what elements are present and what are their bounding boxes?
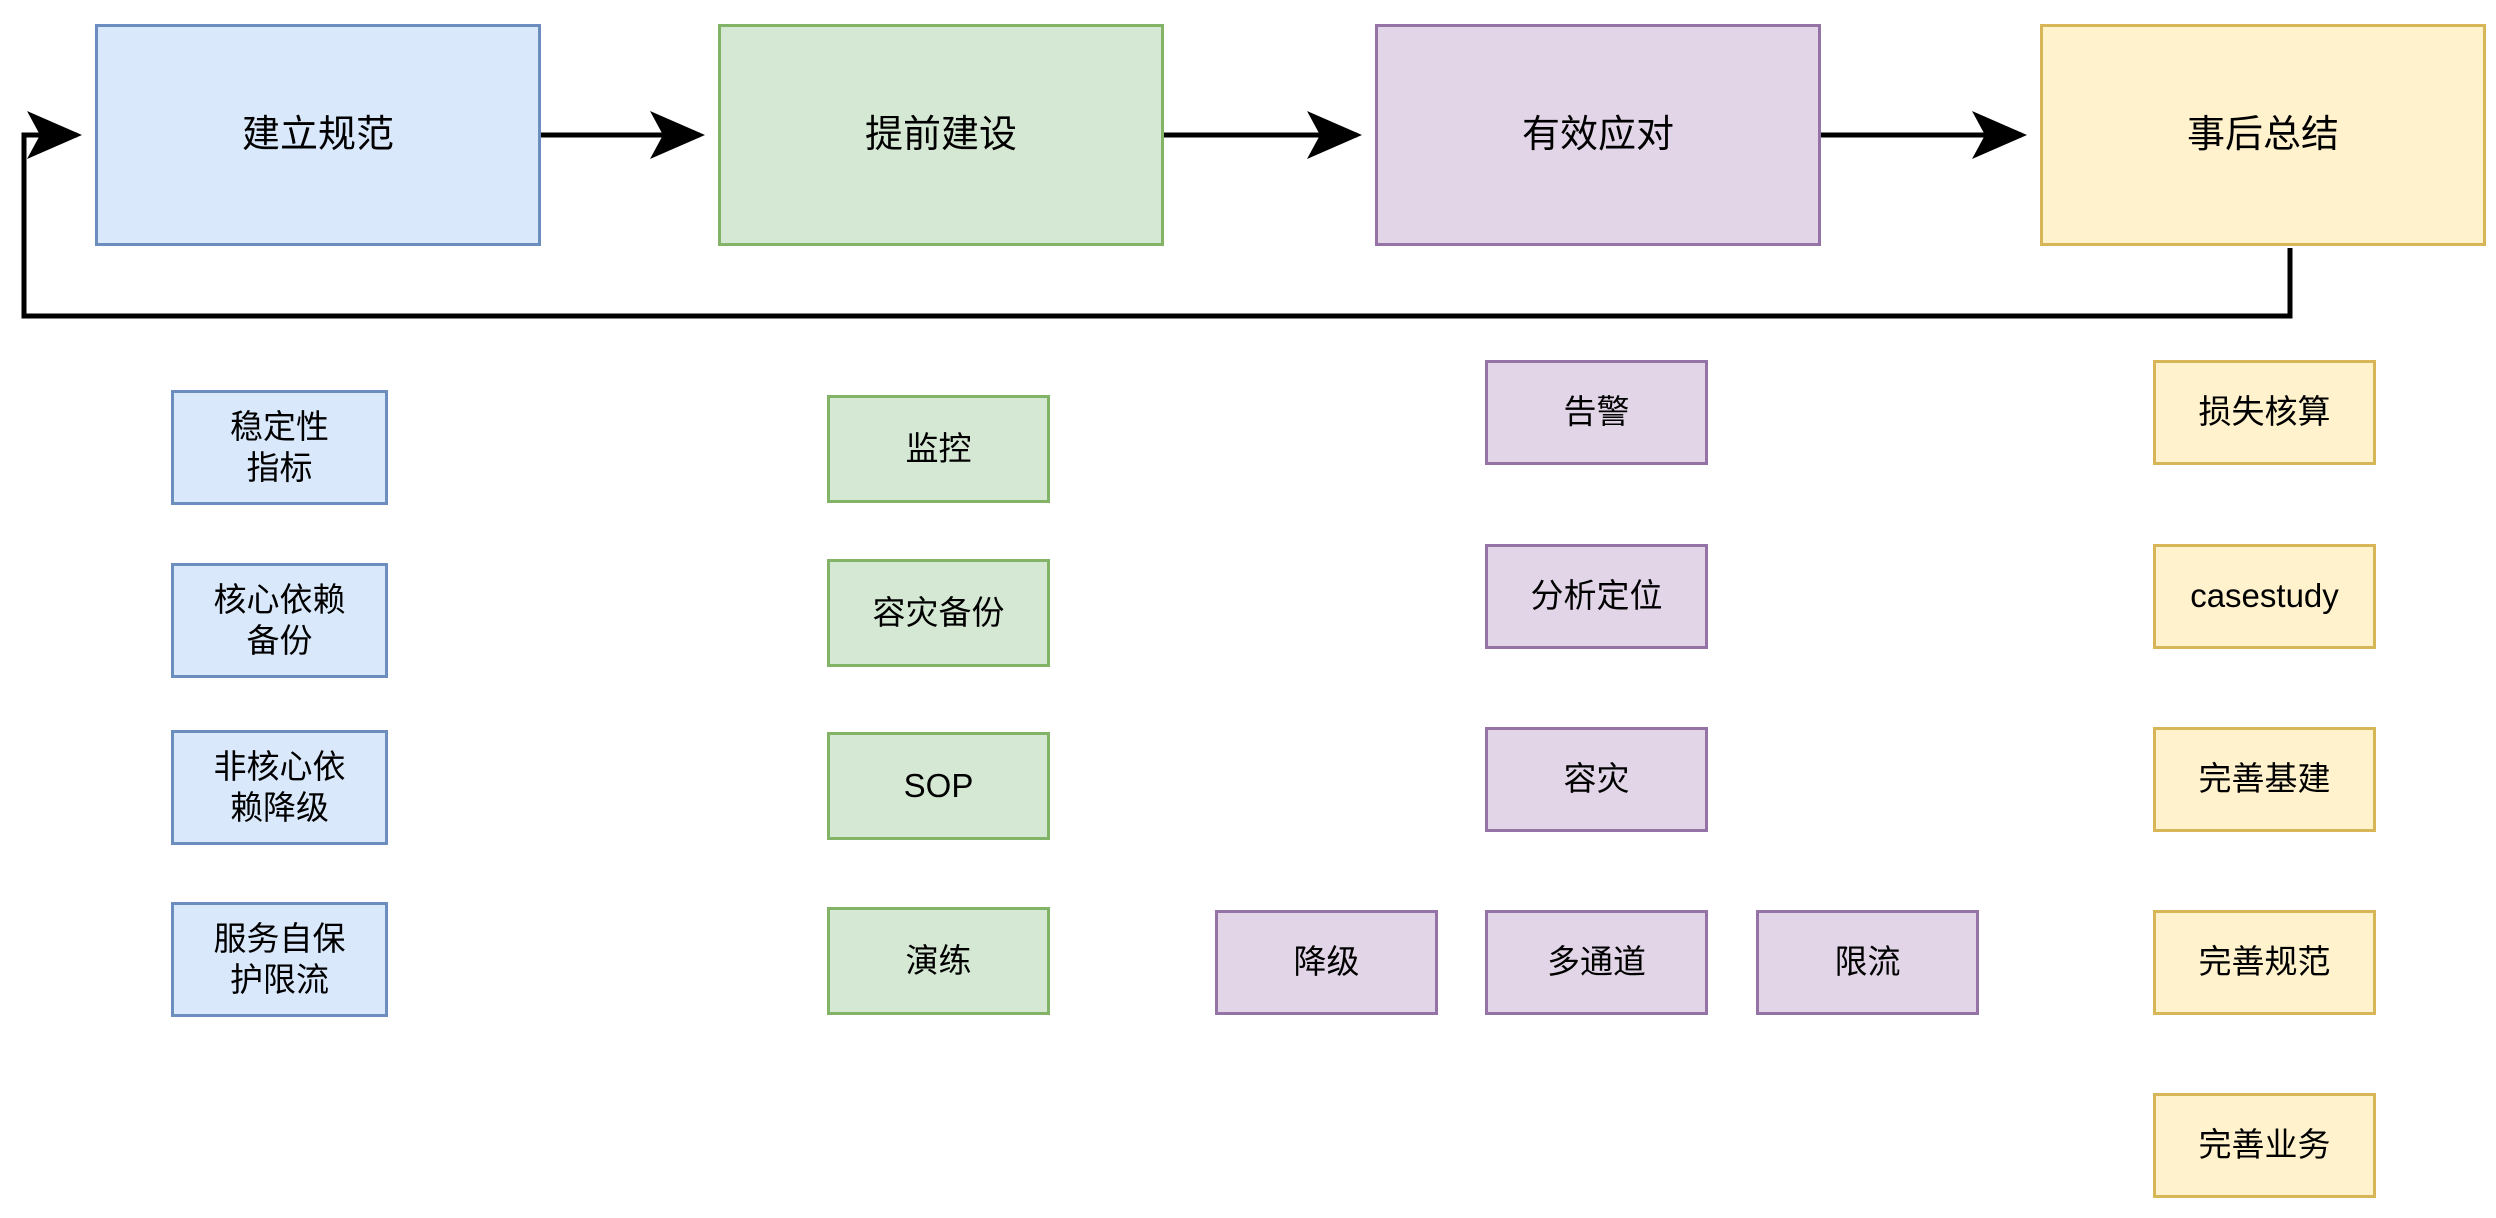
item-box-purple-5[interactable]: 多通道 (1485, 910, 1708, 1015)
item-box-purple-2[interactable]: 分析定位 (1485, 544, 1708, 649)
item-box-green-1[interactable]: 监控 (827, 395, 1050, 503)
item-label-purple-4: 降级 (1293, 943, 1360, 981)
stage-box-1[interactable]: 建立规范 (95, 24, 541, 246)
stage-label-1: 建立规范 (241, 113, 394, 156)
item-box-yellow-3[interactable]: 完善基建 (2153, 727, 2376, 832)
item-label-yellow-4: 完善规范 (2198, 943, 2331, 981)
item-label-blue-3: 非核心依 赖降级 (213, 748, 346, 826)
item-box-purple-4[interactable]: 降级 (1215, 910, 1438, 1015)
item-box-yellow-2[interactable]: casestudy (2153, 544, 2376, 649)
item-box-yellow-4[interactable]: 完善规范 (2153, 910, 2376, 1015)
stage-label-4: 事后总结 (2186, 113, 2339, 156)
item-label-blue-4: 服务自保 护限流 (213, 920, 346, 998)
stage-label-3: 有效应对 (1521, 113, 1674, 156)
item-box-blue-1[interactable]: 稳定性 指标 (171, 390, 388, 505)
item-label-green-3: SOP (903, 766, 974, 804)
item-label-purple-5: 多通道 (1547, 943, 1646, 981)
item-box-yellow-5[interactable]: 完善业务 (2153, 1093, 2376, 1198)
item-label-yellow-3: 完善基建 (2198, 760, 2331, 798)
item-box-blue-3[interactable]: 非核心依 赖降级 (171, 730, 388, 845)
item-box-purple-6[interactable]: 限流 (1756, 910, 1979, 1015)
stage-box-4[interactable]: 事后总结 (2040, 24, 2486, 246)
item-label-blue-2: 核心依赖 备份 (213, 581, 346, 659)
item-box-purple-3[interactable]: 容灾 (1485, 727, 1708, 832)
stage-box-3[interactable]: 有效应对 (1375, 24, 1821, 246)
item-label-purple-1: 告警 (1563, 393, 1630, 431)
item-box-purple-1[interactable]: 告警 (1485, 360, 1708, 465)
item-box-green-3[interactable]: SOP (827, 732, 1050, 840)
item-label-yellow-5: 完善业务 (2198, 1126, 2331, 1164)
item-box-green-4[interactable]: 演练 (827, 907, 1050, 1015)
item-label-green-1: 监控 (905, 429, 972, 467)
item-box-green-2[interactable]: 容灾备份 (827, 559, 1050, 667)
item-label-purple-2: 分析定位 (1530, 577, 1663, 615)
item-label-purple-3: 容灾 (1563, 760, 1630, 798)
stage-box-2[interactable]: 提前建设 (718, 24, 1164, 246)
item-box-yellow-1[interactable]: 损失核算 (2153, 360, 2376, 465)
item-label-yellow-2: casestudy (2190, 577, 2339, 615)
item-label-green-4: 演练 (905, 941, 972, 979)
item-label-purple-6: 限流 (1834, 943, 1901, 981)
item-box-blue-4[interactable]: 服务自保 护限流 (171, 902, 388, 1017)
item-label-green-2: 容灾备份 (872, 593, 1005, 631)
stage-label-2: 提前建设 (864, 113, 1017, 156)
item-label-yellow-1: 损失核算 (2198, 393, 2331, 431)
item-box-blue-2[interactable]: 核心依赖 备份 (171, 563, 388, 678)
item-label-blue-1: 稳定性 指标 (230, 408, 329, 486)
